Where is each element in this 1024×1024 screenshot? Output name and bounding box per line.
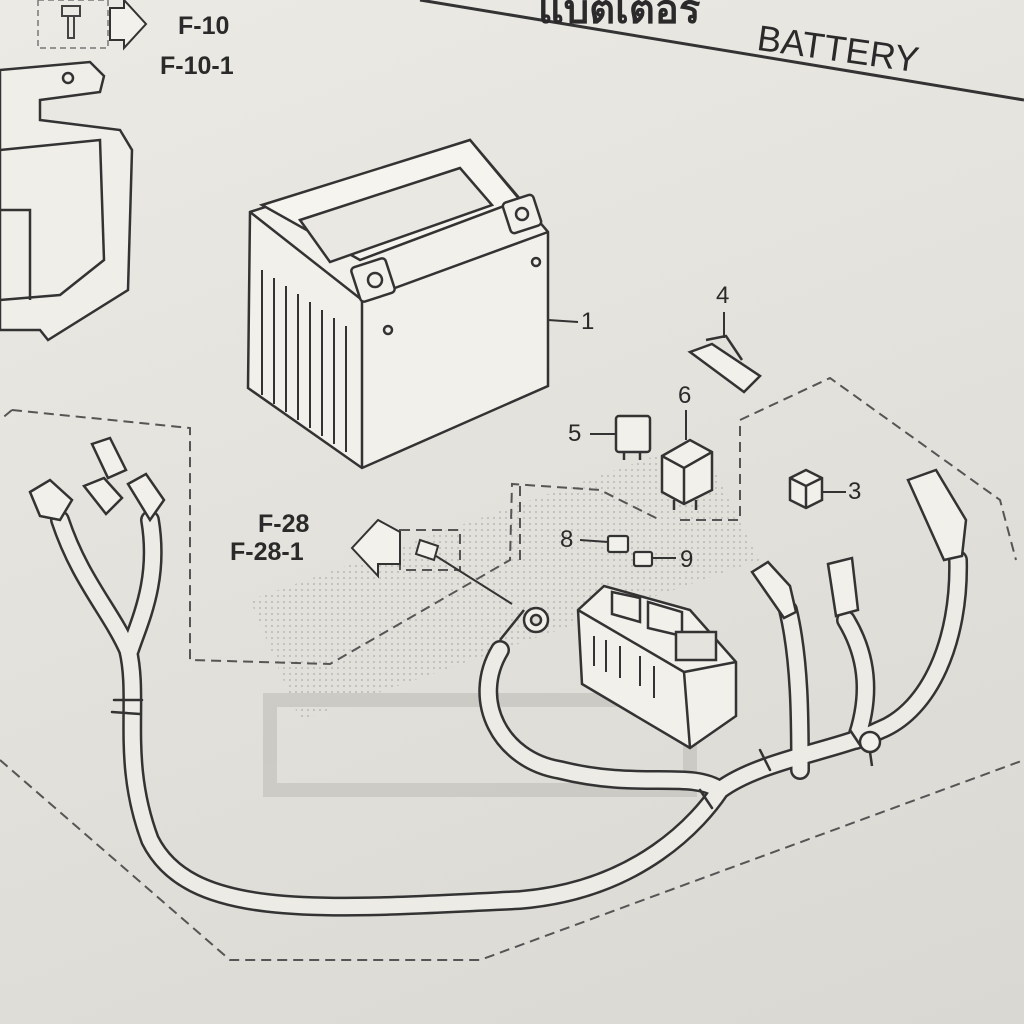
fuse-box-icon [576, 584, 738, 750]
reference-left-2[interactable]: F-28-1 [230, 538, 304, 566]
title-thai: แบตเตอรี่ [538, 0, 701, 32]
callout-8: 8 [560, 526, 574, 553]
relay-icon [660, 438, 714, 510]
callout-5: 5 [568, 420, 582, 447]
reference-top-2[interactable]: F-10-1 [160, 52, 234, 80]
harness-clip-icon [858, 730, 882, 754]
mini-fuse-icon [606, 534, 654, 568]
small-relay-icon [614, 414, 652, 460]
connector-cap-icon [788, 468, 824, 510]
callout-9: 9 [680, 546, 694, 573]
ring-terminal [499, 606, 550, 641]
fuse-clip-icon [687, 334, 762, 394]
battery-tray [0, 60, 134, 342]
callout-6: 6 [678, 382, 692, 409]
harness-connectors [28, 436, 968, 620]
battery-icon [246, 138, 550, 470]
reference-top-1[interactable]: F-10 [178, 12, 230, 40]
wire-harness [50, 510, 969, 917]
top-reference-bolt [37, 0, 148, 51]
left-reference-arrow [350, 518, 513, 605]
header-rule [419, 0, 1024, 102]
callout-3: 3 [848, 478, 862, 505]
callout-1: 1 [581, 308, 595, 335]
reference-left-1[interactable]: F-28 [258, 510, 310, 538]
callout-4: 4 [716, 282, 730, 309]
